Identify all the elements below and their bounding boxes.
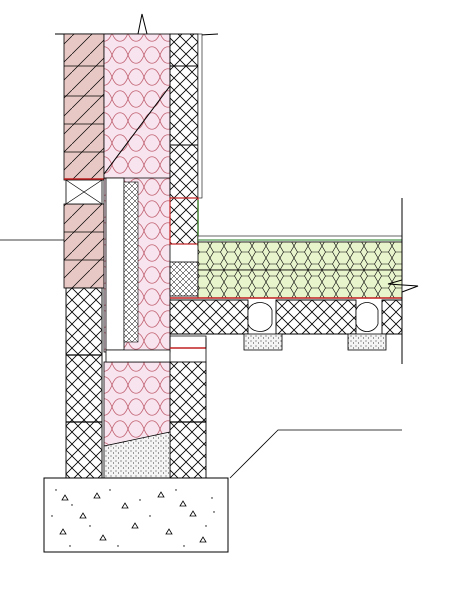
inner-leaf [169, 33, 207, 479]
beam-and-block-floor [169, 299, 403, 362]
leader-lines [0, 239, 402, 479]
perimeter-insulation-strip [105, 177, 171, 363]
floor-build-up [170, 200, 403, 299]
floor-break-line [387, 198, 419, 364]
strip-foundation [43, 477, 229, 553]
outer-leaf-lower [65, 287, 103, 479]
facing-brick-leaf [63, 33, 105, 289]
outer-leaf-block [64, 178, 104, 205]
